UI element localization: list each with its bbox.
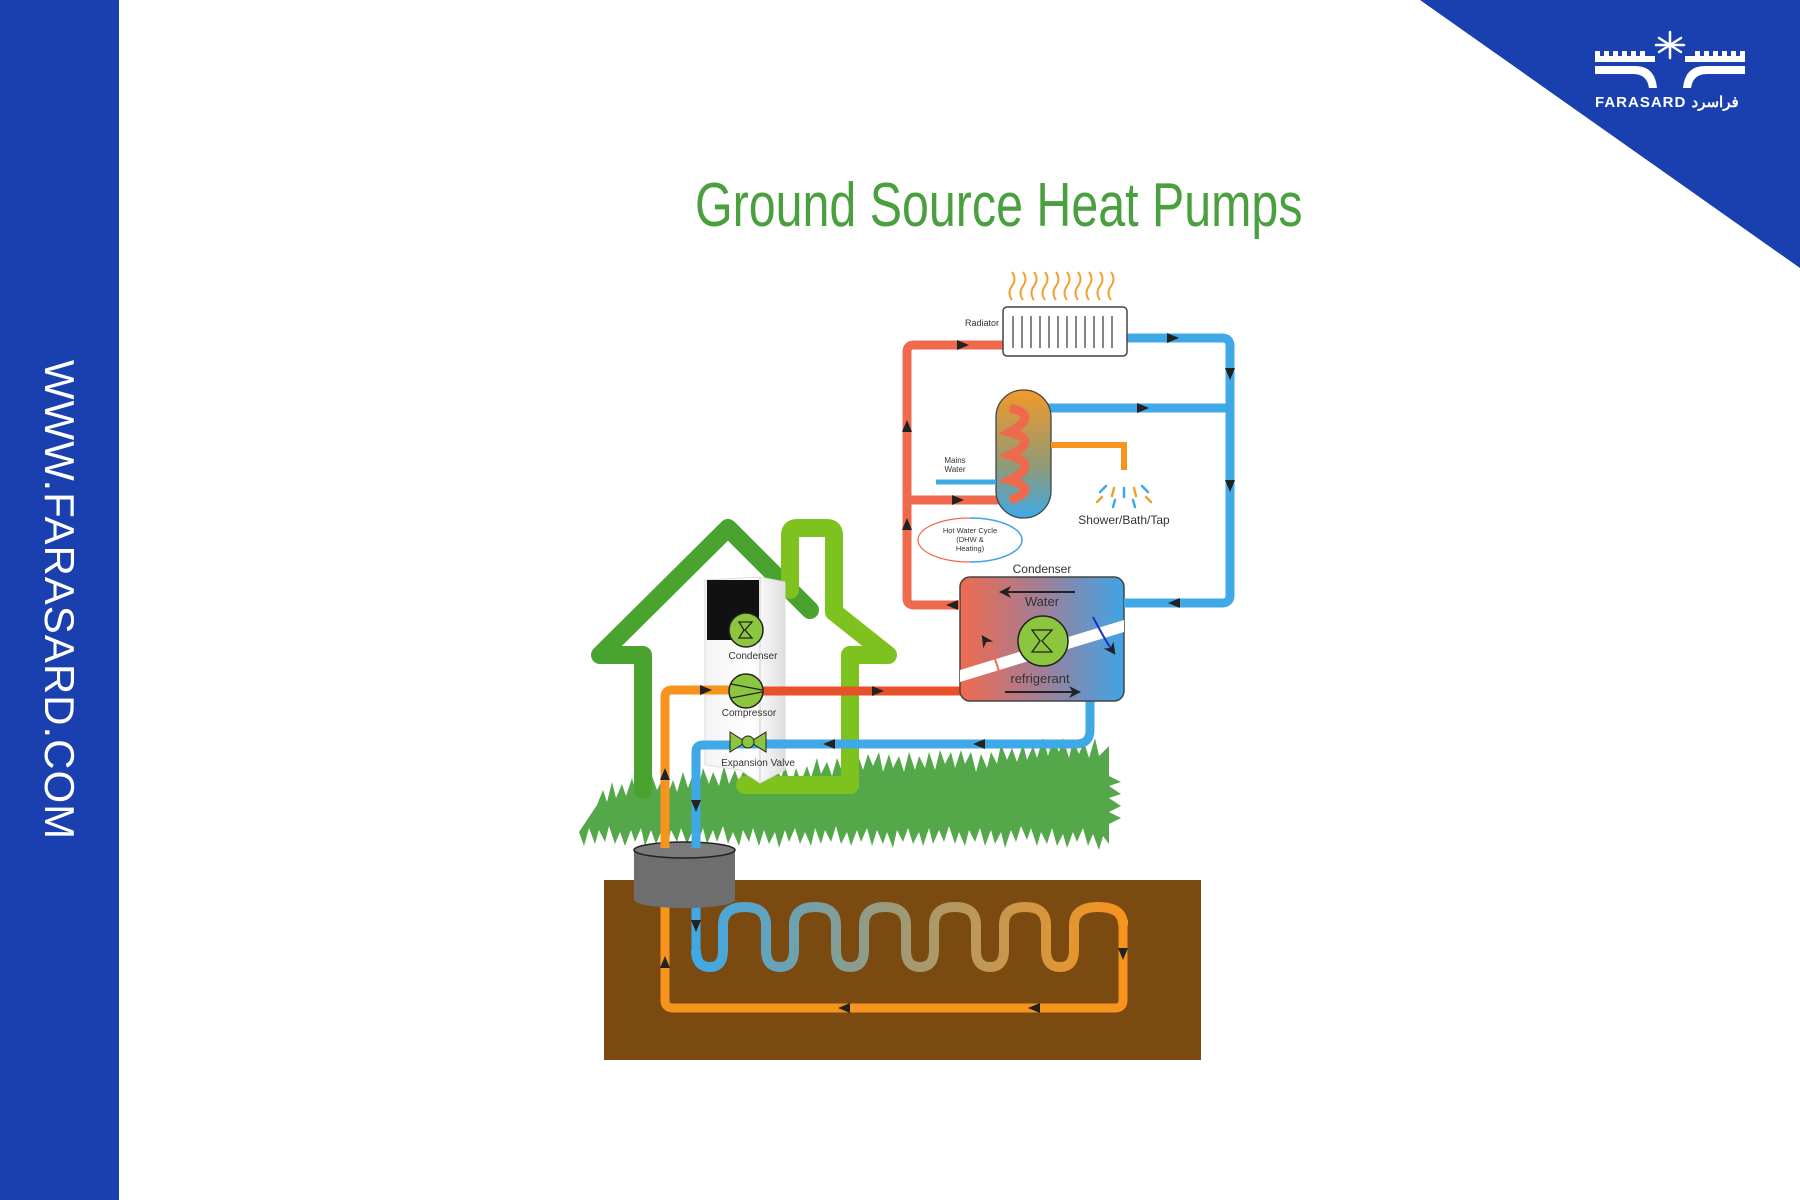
borehole-manifold <box>633 841 736 908</box>
mains-water-label-1: Mains <box>944 456 965 465</box>
house-outline-left <box>591 519 819 799</box>
heating-loop-hot <box>902 340 1005 610</box>
cycle-label-3: Heating) <box>956 544 985 553</box>
mains-water-label-2: Water <box>944 465 965 474</box>
refrigerant-label: refrigerant <box>1010 671 1070 686</box>
hot-water-tank <box>995 389 1052 519</box>
brand-logo-text: FARASARD فراسرد <box>1595 93 1739 111</box>
expansion-valve-label: Expansion Valve <box>721 758 795 769</box>
cycle-label-2: (DHW & <box>956 535 984 544</box>
shower-label: Shower/Bath/Tap <box>1078 513 1170 527</box>
expansion-valve-icon <box>729 731 767 753</box>
water-label: Water <box>1025 594 1060 609</box>
heat-waves-icon <box>1008 271 1115 301</box>
refrigerant-cold-pipe <box>735 700 1095 749</box>
compressor-label: Compressor <box>722 708 777 719</box>
brand-side-bar: WWW.FARASARD.COM <box>0 0 119 1200</box>
farasard-logo-icon <box>1595 30 1745 88</box>
heating-loop-cold <box>1124 333 1235 608</box>
cycle-label-1: Hot Water Cycle <box>943 526 997 535</box>
house-outline-right <box>736 519 897 794</box>
ground-pipe-cold <box>691 740 735 950</box>
compressor-icon <box>728 673 764 709</box>
shower-spray-icon <box>1095 484 1153 509</box>
shower-pipe <box>1051 442 1127 470</box>
radiator-icon <box>1002 271 1128 357</box>
brand-name: FARASARD <box>1595 94 1687 111</box>
radiator-label: Radiator <box>965 318 999 328</box>
unit-condenser-label: Condenser <box>729 651 779 662</box>
brand-name-farsi: فراسرد <box>1691 94 1739 111</box>
condenser-exchanger <box>959 576 1125 702</box>
unit-condenser-icon <box>728 612 764 648</box>
condenser-title-label: Condenser <box>1013 562 1072 576</box>
ground-loop-coil <box>691 901 1128 973</box>
ground-pipe-warm <box>660 685 1128 1013</box>
